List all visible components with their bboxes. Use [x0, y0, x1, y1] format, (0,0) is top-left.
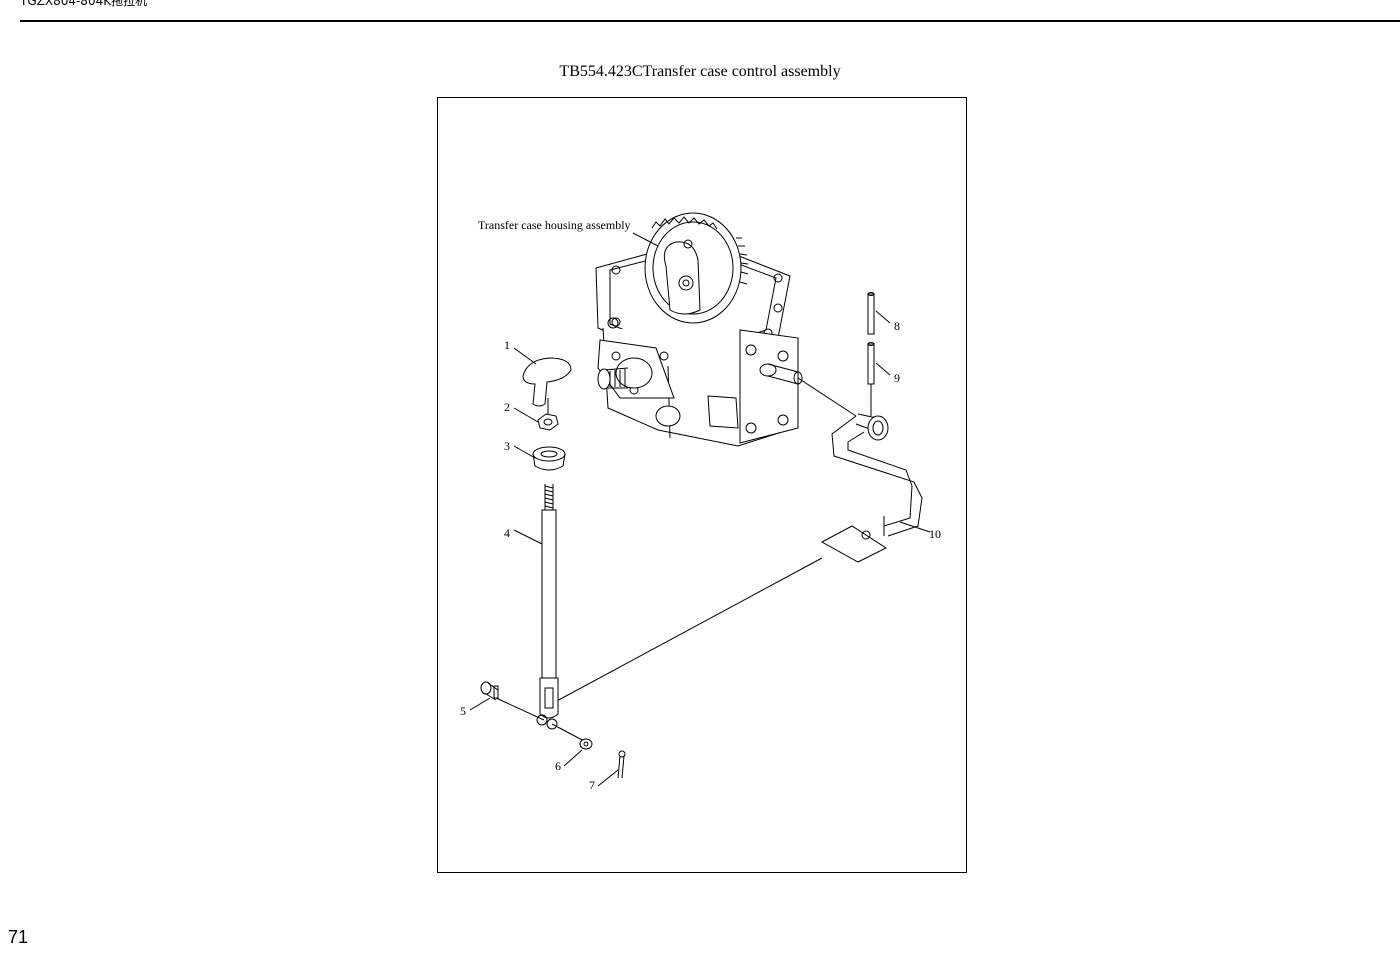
bushing-3	[513, 445, 566, 471]
running-header: TGZX804-804K拖拉机	[20, 0, 148, 8]
nut-2	[513, 398, 559, 431]
washer-6	[551, 723, 593, 767]
callout-5: 5	[460, 704, 466, 718]
page-number: 71	[8, 927, 29, 947]
cotter-pin-7	[597, 750, 626, 787]
shift-lever-10	[820, 413, 931, 563]
pin-8	[867, 292, 891, 335]
header-rule	[20, 20, 1400, 22]
assembly-label: Transfer case housing assembly	[478, 218, 631, 232]
knob-1	[513, 347, 572, 407]
callout-7: 7	[589, 778, 595, 792]
callout-9: 9	[894, 371, 900, 385]
pin-9	[867, 342, 891, 416]
callout-4: 4	[504, 526, 510, 540]
transfer-case-housing	[595, 212, 803, 447]
parts-drawing: Transfer case housing assembly 1 2 3 4 5…	[460, 212, 941, 792]
callout-1: 1	[504, 338, 510, 352]
exploded-parts-diagram: Transfer case housing assembly 1 2 3 4 5…	[437, 97, 967, 873]
shift-rod-4	[513, 484, 559, 730]
callout-6: 6	[555, 759, 561, 773]
figure-title: TB554.423CTransfer case control assembly	[559, 63, 841, 80]
callout-2: 2	[504, 400, 510, 414]
callout-10: 10	[929, 527, 941, 541]
callout-8: 8	[894, 319, 900, 333]
callout-3: 3	[504, 439, 510, 453]
clevis-pin-5	[469, 681, 545, 721]
